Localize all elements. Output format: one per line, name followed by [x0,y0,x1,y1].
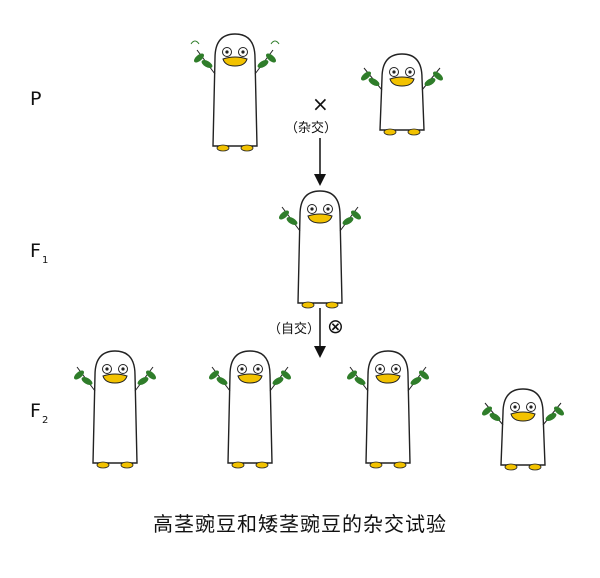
figure-caption: 高茎豌豆和矮茎豌豆的杂交试验 [153,512,447,536]
cross-symbol: × [312,92,329,116]
generation-label-f1: F1 [30,240,49,266]
short-plant-figure [361,53,443,136]
generation-label-p: P [30,88,42,110]
cross-label: （杂交） [285,121,338,136]
self-label: （自交） [268,322,321,337]
plant-f2-short [482,388,564,471]
plant-f2-tall-2 [209,350,291,469]
plant-p-tall [190,33,280,152]
generation-label-f2: F2 [30,400,49,426]
plant-f1-tall [279,190,361,309]
plant-f2-tall-1 [74,350,156,469]
tall-plant-figure [190,33,280,152]
plant-p-short [361,53,443,136]
plant-f2-tall-3 [347,350,429,469]
self-symbol: ⊗ [327,314,344,338]
